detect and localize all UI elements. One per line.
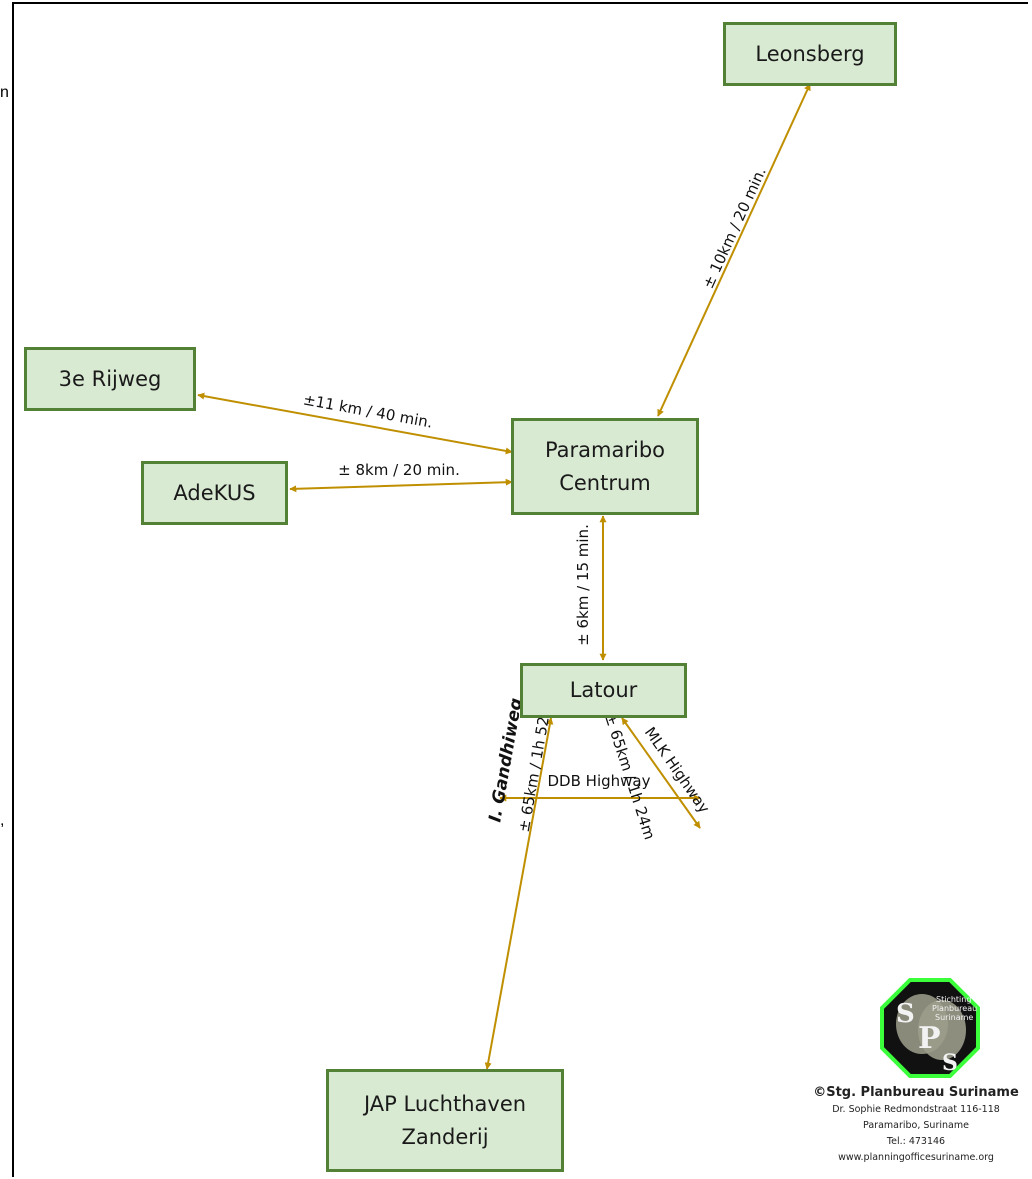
- node-label-paramaribo-2: Centrum: [559, 470, 651, 495]
- edge-3e-rijweg: [197, 392, 513, 455]
- svg-text:S: S: [942, 1050, 958, 1076]
- edge-leonsberg: [657, 83, 811, 417]
- credit-web[interactable]: www.planningofficesuriname.org: [838, 1152, 994, 1163]
- node-label-latour: Latour: [569, 678, 638, 703]
- svg-text:P: P: [918, 1021, 941, 1056]
- node-label-jap-1: JAP Luchthaven: [363, 1091, 527, 1116]
- edge-gandhiweg: [484, 717, 554, 1070]
- stray-text-bottom: ,: [0, 812, 5, 829]
- node-jap-luchthaven: JAP Luchthaven Zanderij: [326, 1069, 564, 1172]
- edge-mlk-highway: [621, 717, 701, 829]
- edge-label-leonsberg: ± 10km / 20 min.: [699, 164, 770, 291]
- node-leonsberg: Leonsberg: [723, 22, 897, 86]
- node-latour: Latour: [520, 663, 687, 718]
- svg-text:Stichting: Stichting: [936, 995, 971, 1004]
- edge-label-mlk-name: MLK Highway: [641, 724, 714, 817]
- diagram-frame: [12, 2, 1028, 1177]
- node-label-3e-rijweg: 3e Rijweg: [58, 366, 162, 391]
- credit-city: Paramaribo, Suriname: [863, 1120, 969, 1131]
- node-label-jap-2: Zanderij: [401, 1124, 489, 1149]
- credit-address: Dr. Sophie Redmondstraat 116-118: [832, 1104, 1000, 1115]
- node-label-paramaribo-1: Paramaribo: [544, 437, 666, 462]
- credit-block: ©Stg. Planbureau Suriname Dr. Sophie Red…: [800, 1084, 1032, 1166]
- svg-text:Planbureau: Planbureau: [932, 1004, 977, 1013]
- edge-label-ddb-highway: DDB Highway: [548, 772, 651, 790]
- planbureau-logo-icon: S P S Stichting Planbureau Suriname: [880, 978, 980, 1078]
- node-label-adekus: AdeKUS: [173, 480, 256, 505]
- stray-text-top: n: [0, 84, 9, 101]
- node-label-leonsberg: Leonsberg: [755, 41, 865, 66]
- node-paramaribo-centrum: Paramaribo Centrum: [511, 418, 699, 515]
- edge-adekus: [289, 478, 513, 493]
- edge-label-latour: ± 6km / 15 min.: [574, 524, 592, 646]
- credit-org: ©Stg. Planbureau Suriname: [813, 1085, 1019, 1100]
- node-3e-rijweg: 3e Rijweg: [24, 347, 196, 411]
- credit-tel: Tel.: 473146: [886, 1136, 946, 1147]
- svg-text:Suriname: Suriname: [935, 1013, 973, 1022]
- svg-text:S: S: [896, 999, 915, 1029]
- node-adekus: AdeKUS: [141, 461, 288, 525]
- edge-label-adekus: ± 8km / 20 min.: [338, 461, 460, 479]
